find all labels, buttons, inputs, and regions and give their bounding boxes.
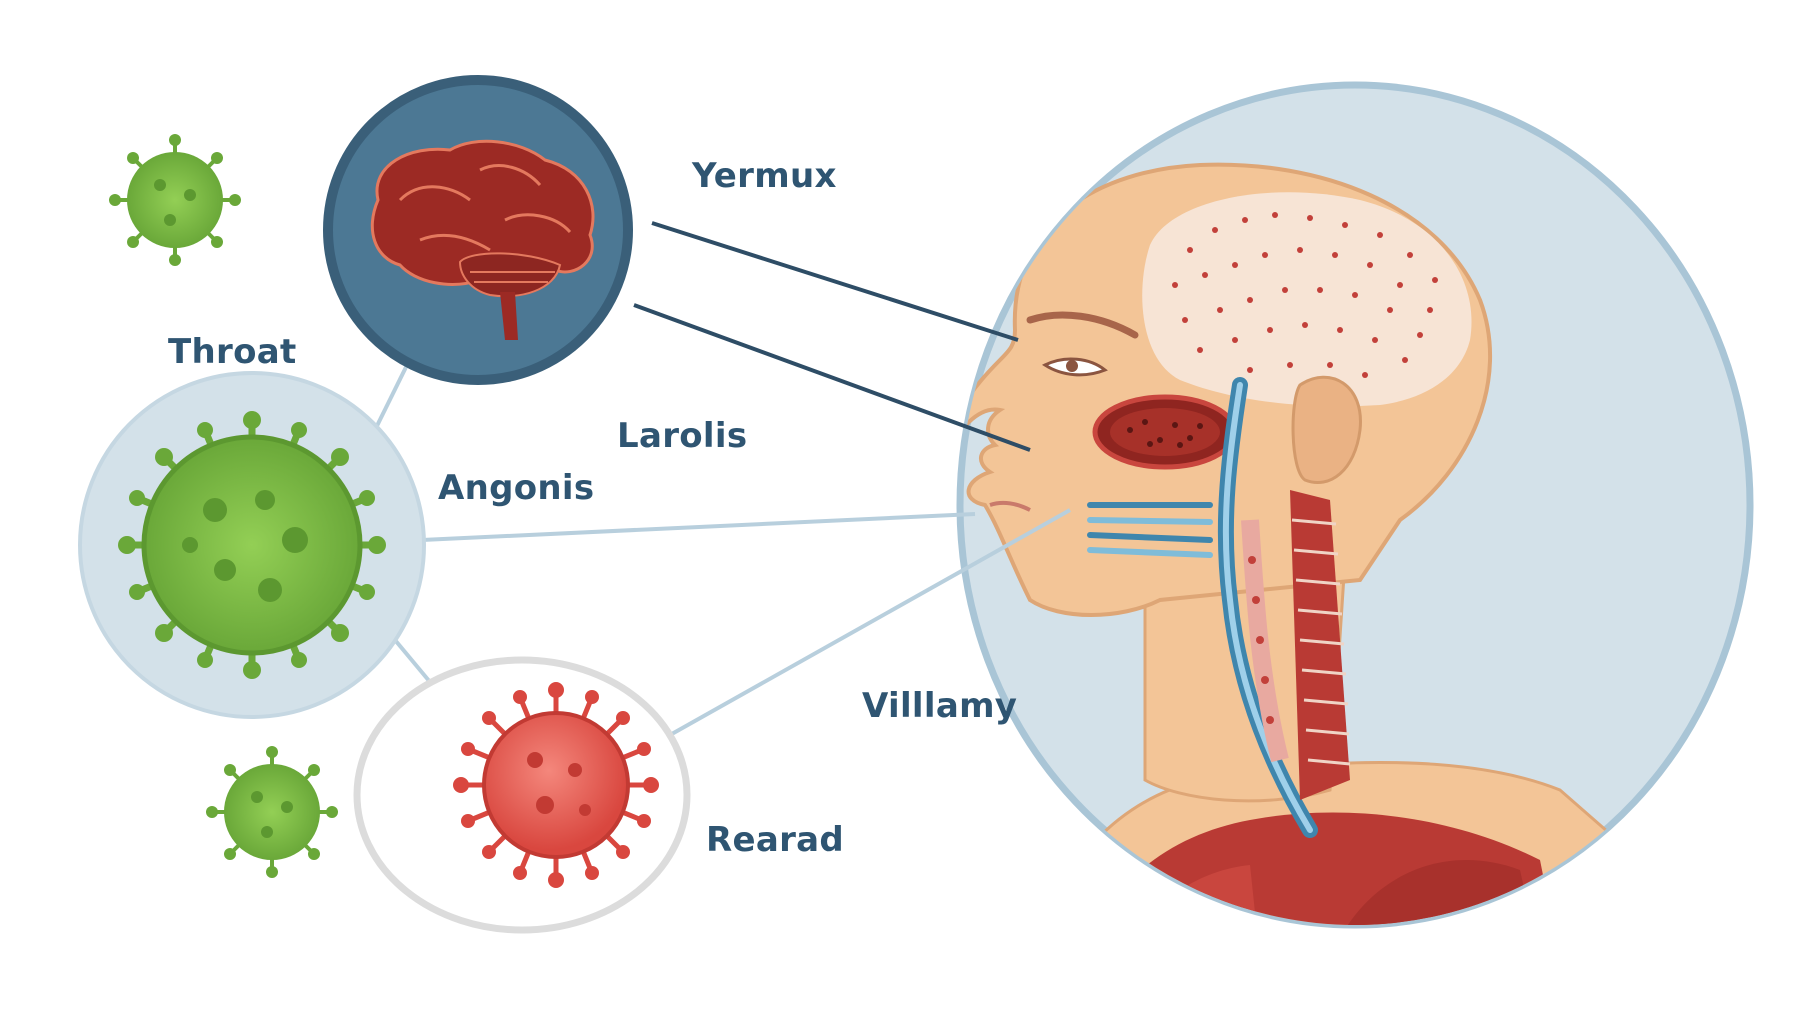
label-rearad: Rearad — [706, 820, 845, 860]
brain-region — [1142, 192, 1472, 407]
virus-callout-green — [78, 371, 426, 719]
ear — [1291, 375, 1362, 484]
label-angonis: Angonis — [438, 468, 595, 508]
label-larolis: Larolis — [617, 416, 748, 456]
label-yermux: Yermux — [692, 156, 837, 196]
virus-icon — [118, 411, 386, 679]
label-villamy: Villlamy — [862, 686, 1018, 726]
virus-icon-small-bottom — [206, 746, 338, 878]
brain-callout — [323, 75, 633, 385]
label-throat: Throat — [168, 332, 297, 372]
trachea-rings — [1241, 490, 1351, 800]
throat-fibers — [1087, 502, 1213, 558]
virus-icon-small-top — [109, 134, 241, 266]
virus-callout-red — [353, 656, 691, 934]
brain-icon — [370, 139, 595, 340]
red-virus-icon — [453, 682, 659, 888]
